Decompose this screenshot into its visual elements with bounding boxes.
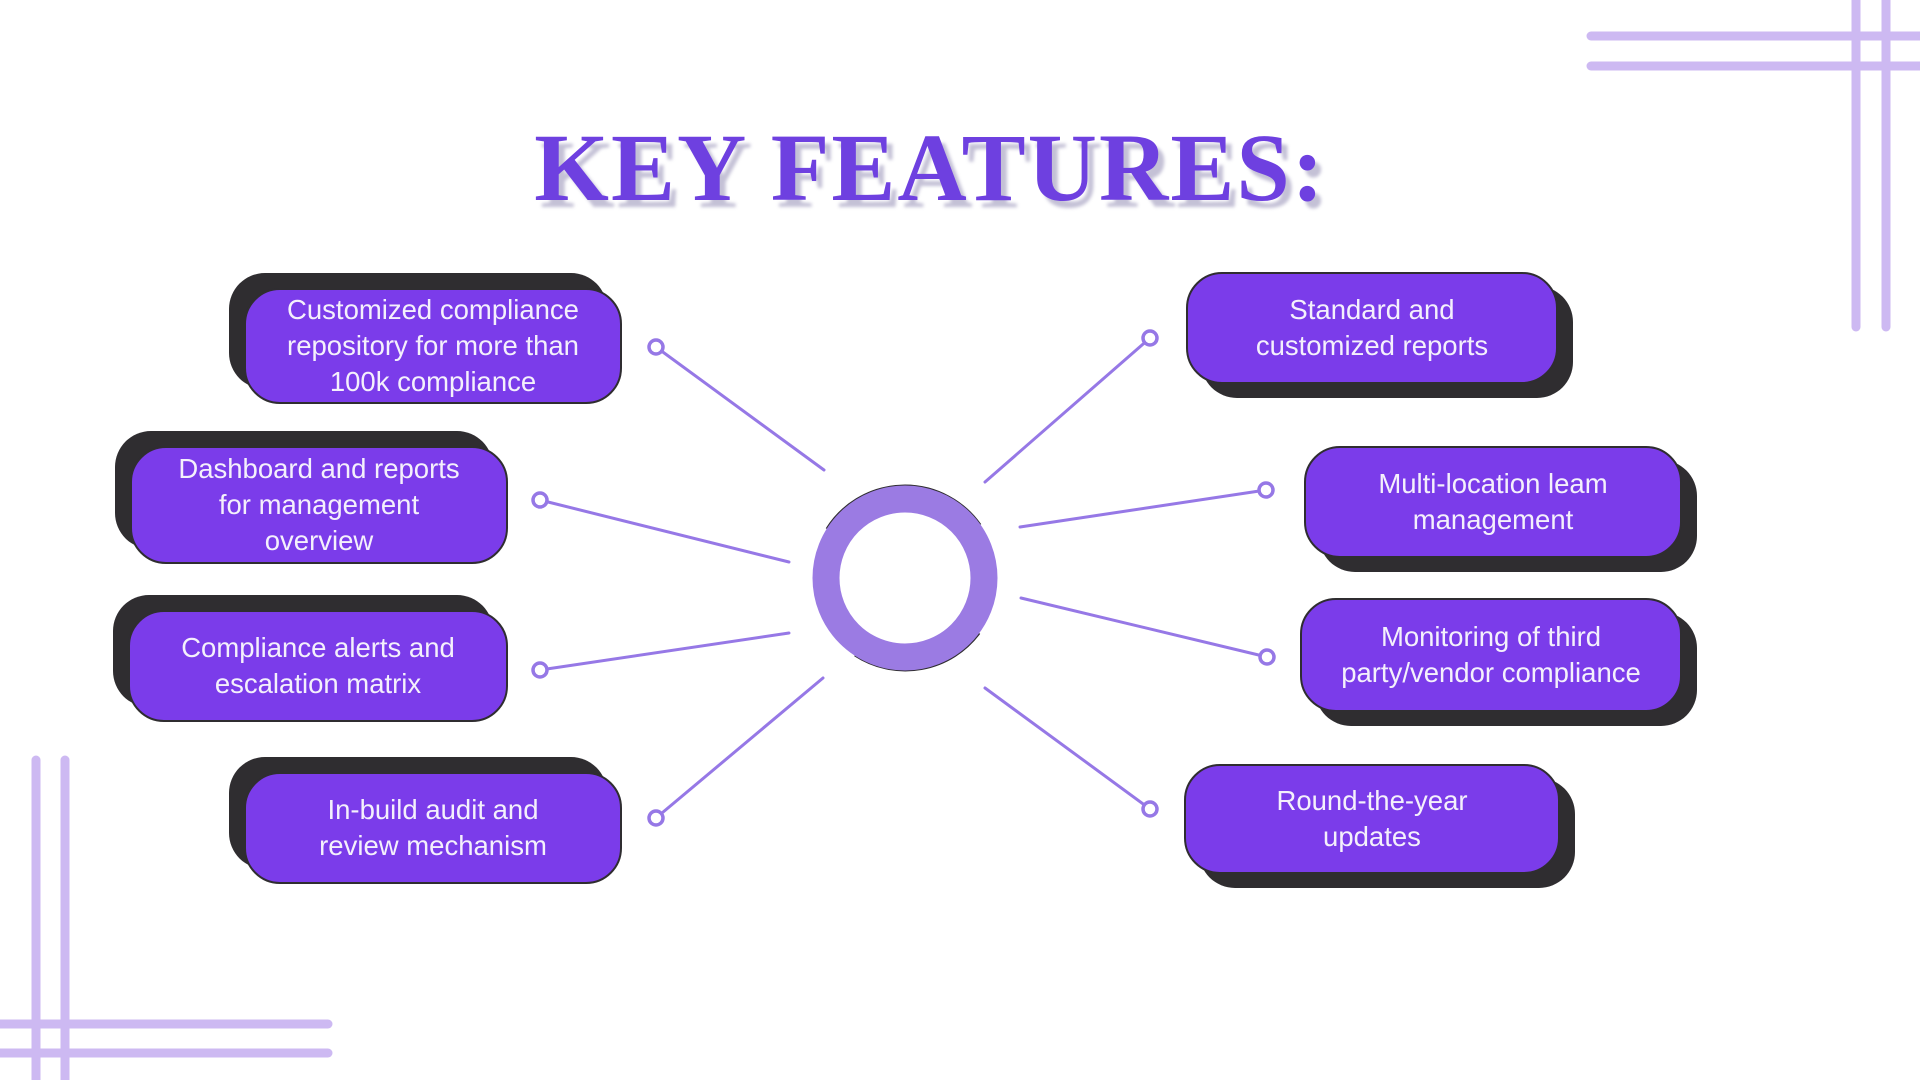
feature-label: Round-the-year updates xyxy=(1184,764,1560,874)
feature-box-third-party-monitoring: Monitoring of third party/vendor complia… xyxy=(1300,598,1697,726)
connector-node xyxy=(647,809,665,827)
connector-node xyxy=(647,338,665,356)
corner-decor-top-right xyxy=(1586,0,1920,332)
feature-box-compliance-alerts: Compliance alerts and escalation matrix xyxy=(113,595,508,722)
connector-node xyxy=(1257,481,1275,499)
feature-label: Standard and customized reports xyxy=(1186,272,1558,384)
connector-node xyxy=(531,661,549,679)
feature-label: Compliance alerts and escalation matrix xyxy=(128,610,508,722)
connector-line xyxy=(983,336,1152,484)
connector-line xyxy=(538,498,791,564)
feature-box-multi-location: Multi-location leam management xyxy=(1304,446,1697,572)
connector-node xyxy=(531,491,549,509)
connector-lines xyxy=(538,336,1269,820)
connector-line xyxy=(1018,488,1268,529)
feature-label: Monitoring of third party/vendor complia… xyxy=(1300,598,1682,712)
feature-box-dashboard-reports: Dashboard and reports for management ove… xyxy=(115,431,508,564)
feature-label: Dashboard and reports for management ove… xyxy=(130,446,508,564)
connector-line xyxy=(654,345,826,472)
connector-node xyxy=(1141,329,1159,347)
connector-line xyxy=(983,686,1152,811)
page-title: KEY FEATURES: xyxy=(534,114,1326,222)
feature-box-customized-repository: Customized compliance repository for mor… xyxy=(229,273,622,404)
feature-label: In-build audit and review mechanism xyxy=(244,772,622,884)
connector-line xyxy=(654,676,825,820)
center-ring xyxy=(812,484,998,672)
connector-nodes xyxy=(531,329,1276,827)
feature-box-standard-reports: Standard and customized reports xyxy=(1186,272,1573,398)
connector-line xyxy=(538,631,791,672)
feature-label: Multi-location leam management xyxy=(1304,446,1682,558)
feature-box-round-the-year-updates: Round-the-year updates xyxy=(1184,764,1575,888)
connector-line xyxy=(1019,596,1269,659)
ring-circle xyxy=(812,485,998,671)
connector-node xyxy=(1141,800,1159,818)
feature-label: Customized compliance repository for mor… xyxy=(244,288,622,404)
feature-box-audit-review: In-build audit and review mechanism xyxy=(229,757,622,884)
corner-decor-bottom-left xyxy=(0,755,333,1080)
connector-node xyxy=(1258,648,1276,666)
